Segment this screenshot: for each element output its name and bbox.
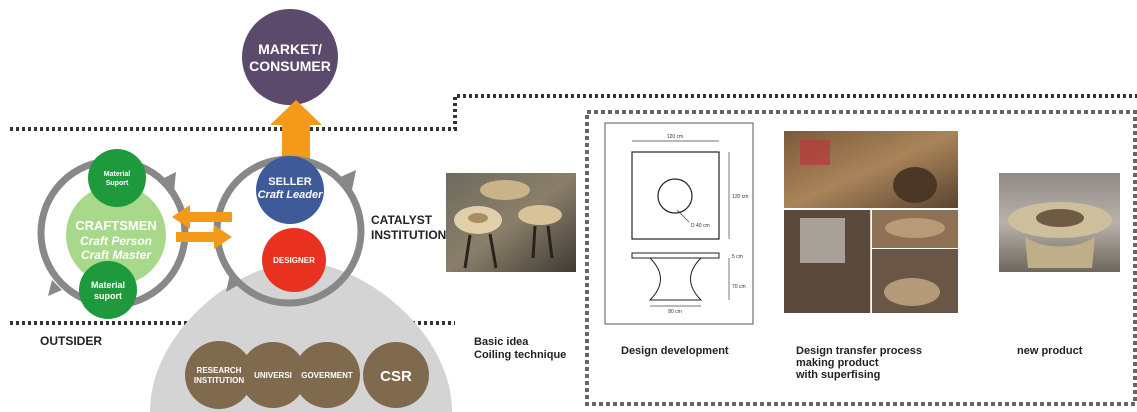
dim-hole: D 40 cm xyxy=(691,223,710,229)
research-line2: INSTITUTION xyxy=(194,376,244,385)
research-institution-node xyxy=(185,341,253,409)
material-support-top-node xyxy=(88,149,146,207)
dim-base-width: 80 cm xyxy=(668,309,682,315)
outsider-label: OUTSIDER xyxy=(40,334,102,348)
catalyst-boundary-line xyxy=(10,94,1137,131)
caption-basic-idea-line2: Coiling technique xyxy=(474,349,566,361)
dim-side-height: 120 cm xyxy=(732,194,748,200)
university-label: UNIVERSI xyxy=(254,371,292,380)
circular-arrow-icon xyxy=(48,280,62,296)
caption-design-transfer-line1: Design transfer process xyxy=(796,345,922,357)
new-product-photo xyxy=(999,173,1120,272)
university-node xyxy=(240,342,306,408)
material-top-line2: Suport xyxy=(106,180,129,187)
circular-arrow-icon xyxy=(160,172,176,192)
designer-node xyxy=(262,228,326,292)
basic-idea-photo xyxy=(446,173,576,272)
material-support-bottom-node xyxy=(79,261,137,319)
caption-design-development: Design development xyxy=(621,345,729,357)
caption-basic-idea-line1: Basic idea xyxy=(474,336,529,348)
government-label: GOVERMENT xyxy=(301,371,353,380)
caption-design-transfer-line2: making product xyxy=(796,357,879,369)
catalyst-label-line2: INSTITUTION xyxy=(371,228,446,242)
craftsmen-node xyxy=(66,185,166,285)
material-top-line1: Material xyxy=(104,171,131,178)
csr-node xyxy=(363,342,429,408)
craftsmen-line1: CRAFTSMEN xyxy=(75,218,157,233)
seller-line1: SELLER xyxy=(268,176,311,188)
csr-label: CSR xyxy=(380,368,412,385)
design-process-frame xyxy=(585,110,1137,406)
market-line1: MARKET/ xyxy=(258,41,322,57)
circular-arrow-icon xyxy=(226,274,240,292)
dim-top-thickness: 5 cm xyxy=(732,254,743,260)
market-consumer-node xyxy=(242,9,338,105)
design-transfer-photo-collage xyxy=(784,131,958,313)
government-node xyxy=(294,342,360,408)
orange-up-arrow-icon xyxy=(270,100,322,160)
seller-line2: Craft Leader xyxy=(258,189,324,201)
orange-double-arrow-icon xyxy=(176,225,232,249)
research-line1: RESEARCH xyxy=(197,366,242,375)
dim-leg-height: 70 cm xyxy=(732,284,746,290)
caption-design-transfer-line3: with superfising xyxy=(795,369,880,381)
caption-new-product: new product xyxy=(1017,345,1083,357)
catalyst-label-line1: CATALYST xyxy=(371,213,433,227)
designer-label: DESIGNER xyxy=(273,256,315,265)
technical-drawing: 120 cm D 40 cm 120 cm 5 cm 70 cm 80 cm xyxy=(604,122,754,325)
orange-double-arrow-icon xyxy=(172,205,232,229)
dim-top-width: 120 cm xyxy=(667,134,683,140)
material-bottom-line1: Material xyxy=(91,280,125,290)
market-line2: CONSUMER xyxy=(249,58,331,74)
material-bottom-line2: suport xyxy=(94,291,122,301)
craftsmen-line2: Craft Person xyxy=(80,234,152,248)
craftsmen-line3: Craft Master xyxy=(81,248,152,262)
circular-arrow-icon xyxy=(338,170,356,190)
seller-node xyxy=(256,156,324,224)
